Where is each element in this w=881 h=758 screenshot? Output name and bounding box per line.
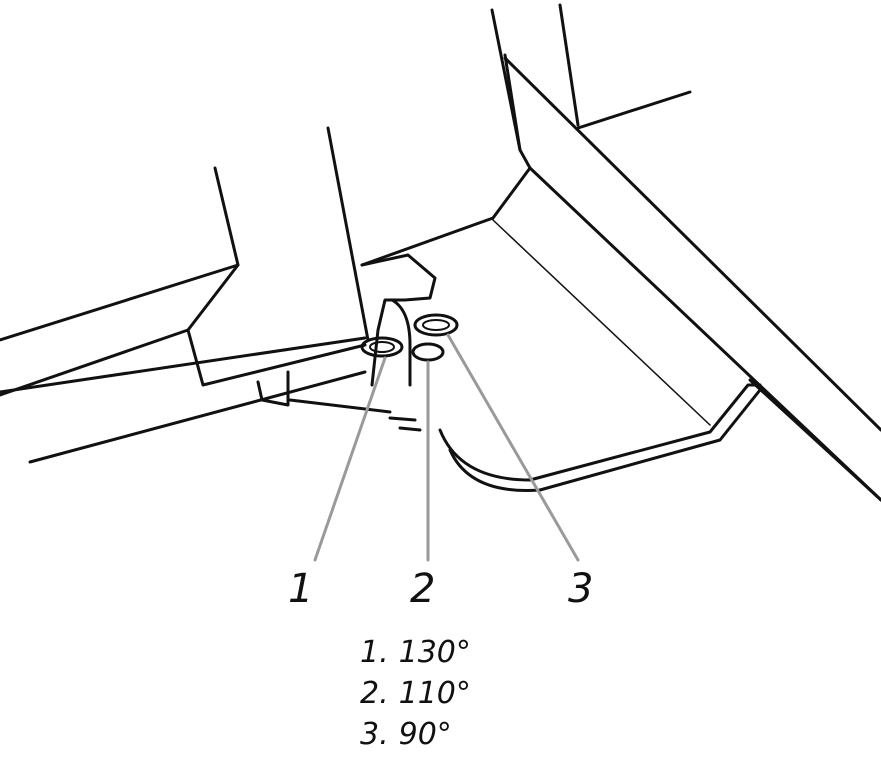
hinge-curve <box>390 298 412 387</box>
post-left-edge <box>326 126 370 342</box>
housing-inner-rail <box>360 216 495 267</box>
legend-value: 90° <box>398 717 452 752</box>
stop-pin-90-inner <box>422 319 450 331</box>
legend-key: 3. <box>360 717 389 752</box>
leader-lines <box>313 333 580 562</box>
stop-pin-90 <box>413 313 459 337</box>
callout-2: 2 <box>410 566 435 612</box>
left-plate-mid-edge <box>0 328 190 397</box>
bar-top-edge <box>0 336 367 394</box>
under-bracket <box>256 370 290 407</box>
machine-body-lines <box>0 3 881 502</box>
callout-1: 1 <box>288 566 313 612</box>
housing-upright-right <box>558 3 580 127</box>
angle-legend: 1. 130° 2. 110° 3. 90° <box>360 632 580 755</box>
bar-bottom-edge <box>28 370 367 464</box>
callout-numbers: 1 2 3 <box>288 566 593 612</box>
legend-value: 130° <box>398 635 471 670</box>
stop-pin-130 <box>360 336 404 358</box>
legend-row-3: 3. 90° <box>360 714 580 755</box>
legend-row-2: 2. 110° <box>360 673 580 714</box>
housing-corner <box>491 53 532 220</box>
legend-key: 2. <box>360 676 389 711</box>
stop-pin-110 <box>411 342 445 362</box>
hinge-block <box>360 253 437 387</box>
housing-long-edge-top <box>503 56 881 432</box>
stop-pin-130-inner <box>369 341 395 353</box>
legend-key: 1. <box>360 635 389 670</box>
under-bracket-line-a <box>288 398 392 414</box>
left-plate-top-edge <box>0 263 240 342</box>
housing-diagonal-thin <box>492 219 711 426</box>
leader-line-3 <box>446 333 580 562</box>
leader-line-1 <box>313 356 387 562</box>
under-bracket-line-b <box>388 416 417 422</box>
lower-channel-inner <box>448 388 762 492</box>
housing-long-edge-low <box>748 378 881 502</box>
lower-channel-outer <box>438 383 762 482</box>
legend-row-1: 1. 130° <box>360 632 580 673</box>
under-bracket-line-c <box>398 426 422 432</box>
legend-value: 110° <box>398 676 471 711</box>
housing-top-rail <box>576 90 692 130</box>
callout-3: 3 <box>568 566 593 612</box>
